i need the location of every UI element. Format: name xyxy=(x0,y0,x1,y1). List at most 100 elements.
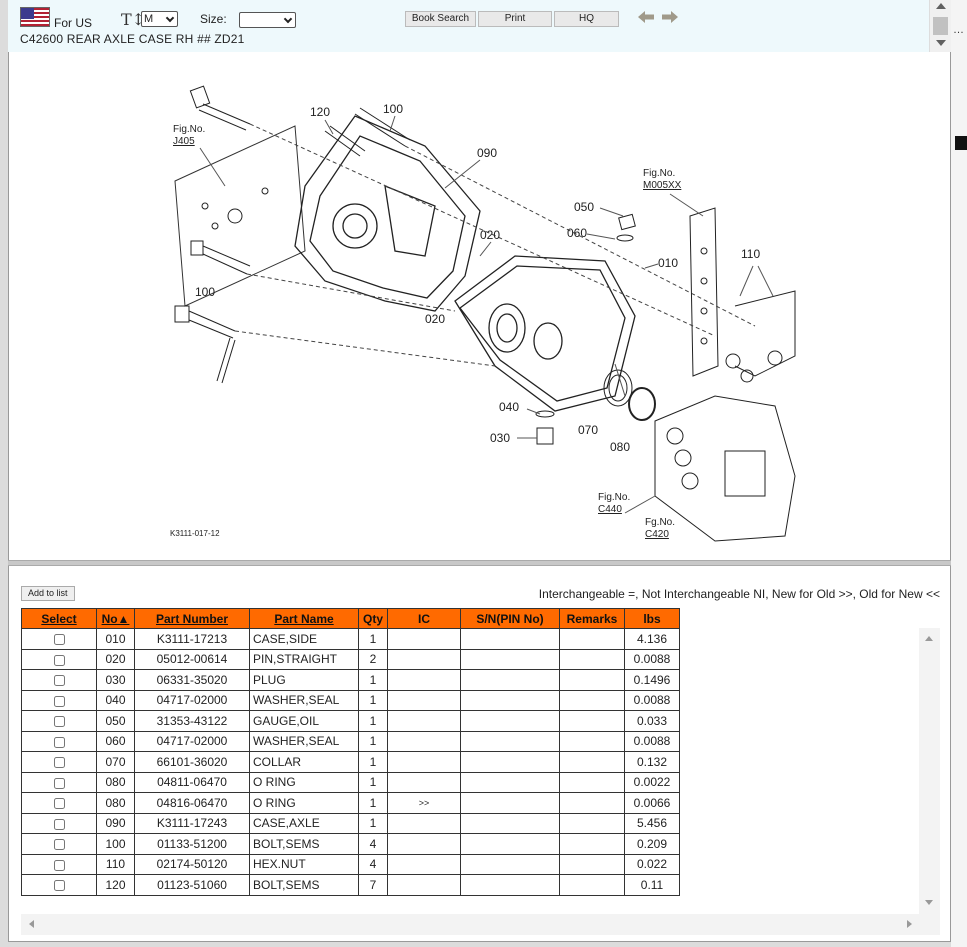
row-select-checkbox[interactable] xyxy=(53,880,65,892)
header-scrollbar[interactable] xyxy=(929,0,951,52)
scroll-down-icon[interactable] xyxy=(925,900,933,905)
row-lbs: 0.11 xyxy=(624,874,680,896)
row-ic xyxy=(387,853,461,875)
fig-ref-c420-line2[interactable]: C420 xyxy=(645,529,669,540)
row-part-name: O RING xyxy=(249,771,359,793)
scroll-up-icon[interactable] xyxy=(925,636,933,641)
row-select-cell xyxy=(21,689,97,711)
callout-090: 090 xyxy=(477,146,497,160)
row-select-checkbox[interactable] xyxy=(53,839,65,851)
us-flag-icon[interactable] xyxy=(20,7,50,27)
row-ic xyxy=(387,812,461,834)
row-select-checkbox[interactable] xyxy=(53,859,65,871)
size-select[interactable] xyxy=(239,12,296,28)
book-search-button[interactable]: Book Search xyxy=(405,11,476,27)
row-lbs: 0.022 xyxy=(624,853,680,875)
row-remarks xyxy=(559,669,625,691)
row-select-checkbox[interactable] xyxy=(53,634,65,646)
row-no: 120 xyxy=(96,874,135,896)
scroll-left-icon[interactable] xyxy=(29,920,34,928)
scroll-thumb[interactable] xyxy=(933,17,948,35)
row-select-checkbox[interactable] xyxy=(53,695,65,707)
row-part-number: 04717-02000 xyxy=(134,689,250,711)
callout-100-top: 100 xyxy=(383,102,403,116)
col-select[interactable]: Select xyxy=(21,608,97,629)
parts-table-header: Select No▲ Part Number Part Name Qty IC … xyxy=(21,608,680,629)
row-qty: 1 xyxy=(358,751,388,773)
add-to-list-button[interactable]: Add to list xyxy=(21,586,75,601)
row-part-name: BOLT,SEMS xyxy=(249,833,359,855)
row-part-name: CASE,SIDE xyxy=(249,628,359,650)
row-select-checkbox[interactable] xyxy=(53,818,65,830)
row-ic xyxy=(387,710,461,732)
forward-arrow-icon[interactable] xyxy=(662,11,678,23)
col-no-sort[interactable]: No▲ xyxy=(96,608,135,629)
parts-vertical-scrollbar[interactable] xyxy=(919,628,940,914)
print-button[interactable]: Print xyxy=(478,11,552,27)
overflow-ellipsis-icon[interactable]: … xyxy=(953,24,964,36)
fig-ref-c420-line1[interactable]: Fg.No. xyxy=(645,517,675,528)
row-select-cell xyxy=(21,812,97,834)
frame-splitter[interactable] xyxy=(8,560,951,566)
side-case-drawing xyxy=(454,255,636,412)
callout-050: 050 xyxy=(574,200,594,214)
col-part-name[interactable]: Part Name xyxy=(249,608,359,629)
row-select-checkbox[interactable] xyxy=(53,798,65,810)
row-ic xyxy=(387,771,461,793)
fig-ref-j405-line1[interactable]: Fig.No. xyxy=(173,124,205,135)
row-sn xyxy=(460,751,560,773)
row-qty: 1 xyxy=(358,812,388,834)
callout-040: 040 xyxy=(499,400,519,414)
fig-ref-j405-line2[interactable]: J405 xyxy=(173,136,195,147)
row-no: 070 xyxy=(96,751,135,773)
row-remarks xyxy=(559,751,625,773)
font-size-select[interactable]: M xyxy=(141,11,178,27)
row-select-checkbox[interactable] xyxy=(53,654,65,666)
row-sn xyxy=(460,730,560,752)
scroll-down-icon[interactable] xyxy=(936,40,946,46)
row-sn xyxy=(460,874,560,896)
fig-ref-c440-line1[interactable]: Fig.No. xyxy=(598,492,630,503)
row-ic: >> xyxy=(387,792,461,814)
row-part-number: K3111-17213 xyxy=(134,628,250,650)
outer-scroll-thumb[interactable] xyxy=(955,136,967,150)
row-select-checkbox[interactable] xyxy=(53,675,65,687)
fig-ref-c440-line2[interactable]: C440 xyxy=(598,504,622,515)
back-arrow-icon[interactable] xyxy=(638,11,654,23)
hq-button[interactable]: HQ xyxy=(554,11,619,27)
fig-ref-m005-line2[interactable]: M005XX xyxy=(643,180,682,191)
row-lbs: 5.456 xyxy=(624,812,680,834)
row-part-number: K3111-17243 xyxy=(134,812,250,834)
callout-060: 060 xyxy=(567,226,587,240)
row-no: 080 xyxy=(96,771,135,793)
scroll-up-icon[interactable] xyxy=(936,3,946,9)
callout-030: 030 xyxy=(490,431,510,445)
row-no: 020 xyxy=(96,648,135,670)
row-remarks xyxy=(559,771,625,793)
parts-horizontal-scrollbar[interactable] xyxy=(21,914,940,935)
collar-070 xyxy=(603,369,633,407)
row-select-checkbox[interactable] xyxy=(53,777,65,789)
fig-ref-m005-line1[interactable]: Fig.No. xyxy=(643,168,675,179)
row-select-checkbox[interactable] xyxy=(53,736,65,748)
row-select-checkbox[interactable] xyxy=(53,757,65,769)
col-part-number[interactable]: Part Number xyxy=(134,608,250,629)
row-select-checkbox[interactable] xyxy=(53,716,65,728)
row-select-cell xyxy=(21,833,97,855)
scroll-right-icon[interactable] xyxy=(907,920,912,928)
bracket-drawing xyxy=(174,125,306,307)
row-part-name: O RING xyxy=(249,792,359,814)
